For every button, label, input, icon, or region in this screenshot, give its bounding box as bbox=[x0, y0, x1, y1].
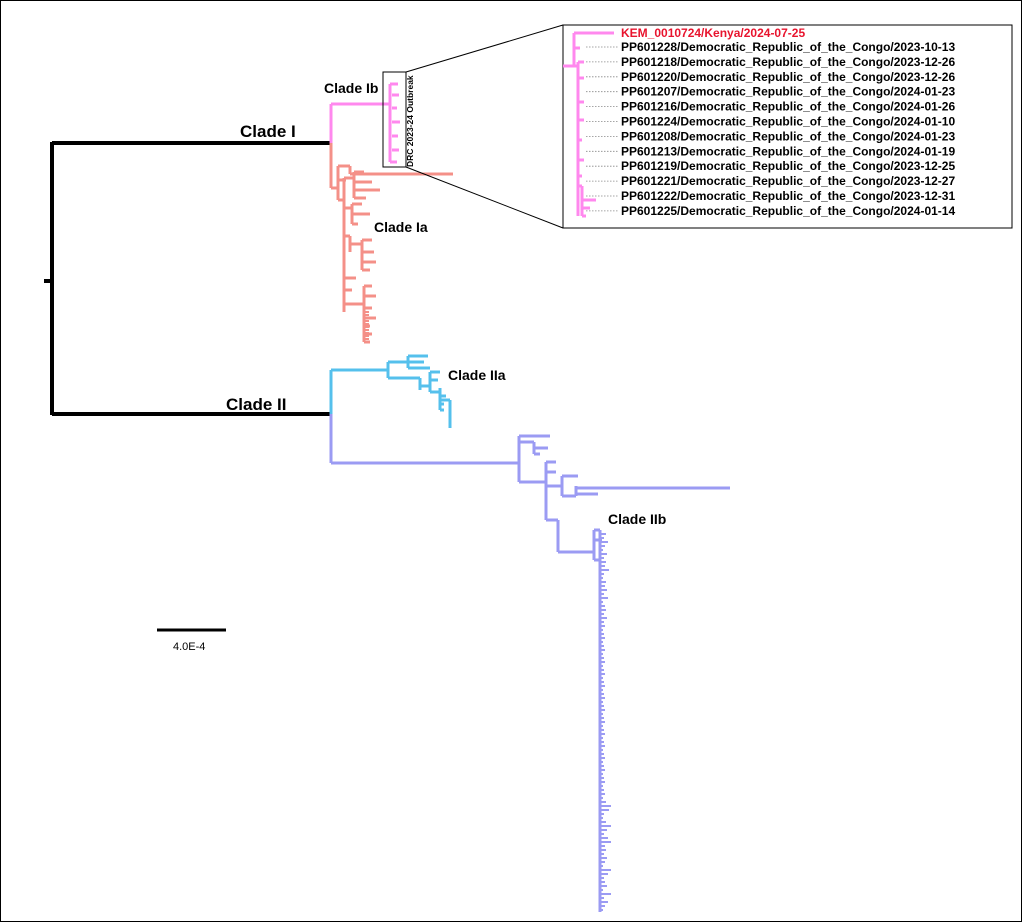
inset-tip-label: PP601218/Democratic_Republic_of_the_Cong… bbox=[621, 55, 955, 69]
clade-iia-branches bbox=[329, 354, 452, 428]
inset-tip-label: PP601207/Democratic_Republic_of_the_Cong… bbox=[621, 85, 955, 99]
outbreak-box bbox=[382, 71, 407, 168]
inset-tip-label: PP601228/Democratic_Republic_of_the_Cong… bbox=[621, 40, 955, 54]
inset-leader-lines bbox=[586, 46, 618, 212]
clade-ia-branches bbox=[329, 143, 453, 344]
clade-iib-branches bbox=[329, 414, 730, 912]
inset-tip-label: PP601216/Democratic_Republic_of_the_Cong… bbox=[621, 100, 955, 114]
clade-ia-label: Clade Ia bbox=[374, 219, 428, 235]
inset-tip-label: PP601208/Democratic_Republic_of_the_Cong… bbox=[621, 129, 955, 143]
clade-ib-branches bbox=[329, 82, 400, 164]
inset-tree bbox=[563, 31, 614, 218]
root-branches bbox=[44, 141, 331, 416]
clade-ia-tips bbox=[364, 311, 369, 343]
inset-tip-label: PP601225/Democratic_Republic_of_the_Cong… bbox=[621, 204, 955, 218]
inset-tip-label: PP601219/Democratic_Republic_of_the_Cong… bbox=[621, 159, 955, 173]
clade-iib-label: Clade IIb bbox=[608, 511, 666, 527]
inset-tip-label: PP601220/Democratic_Republic_of_the_Cong… bbox=[621, 70, 955, 84]
inset-panel: KEM_0010724/Kenya/2024-07-25 PP601228/De… bbox=[562, 24, 1013, 229]
zoom-line-bottom bbox=[405, 166, 564, 229]
inset-tip-label: PP601222/Democratic_Republic_of_the_Cong… bbox=[621, 189, 955, 203]
clade-i-label: Clade I bbox=[240, 122, 296, 141]
inset-tip-highlight: KEM_0010724/Kenya/2024-07-25 bbox=[621, 26, 805, 40]
clade-ii-label: Clade II bbox=[226, 395, 286, 414]
clade-iia-label: Clade IIa bbox=[448, 367, 506, 383]
inset-tip-label: PP601221/Democratic_Republic_of_the_Cong… bbox=[621, 174, 955, 188]
inset-tip-label: PP601224/Democratic_Republic_of_the_Cong… bbox=[621, 115, 955, 129]
clade-iib-tips bbox=[600, 533, 611, 911]
outbreak-label: DRC 2023-24 Outbreak bbox=[405, 75, 415, 167]
scale-bar-label: 4.0E-4 bbox=[173, 641, 205, 653]
inset-tip-labels: PP601228/Democratic_Republic_of_the_Cong… bbox=[621, 40, 955, 218]
zoom-line-top bbox=[405, 24, 564, 73]
inset-tip-label: PP601213/Democratic_Republic_of_the_Cong… bbox=[621, 144, 955, 158]
clade-ib-label: Clade Ib bbox=[324, 80, 378, 96]
